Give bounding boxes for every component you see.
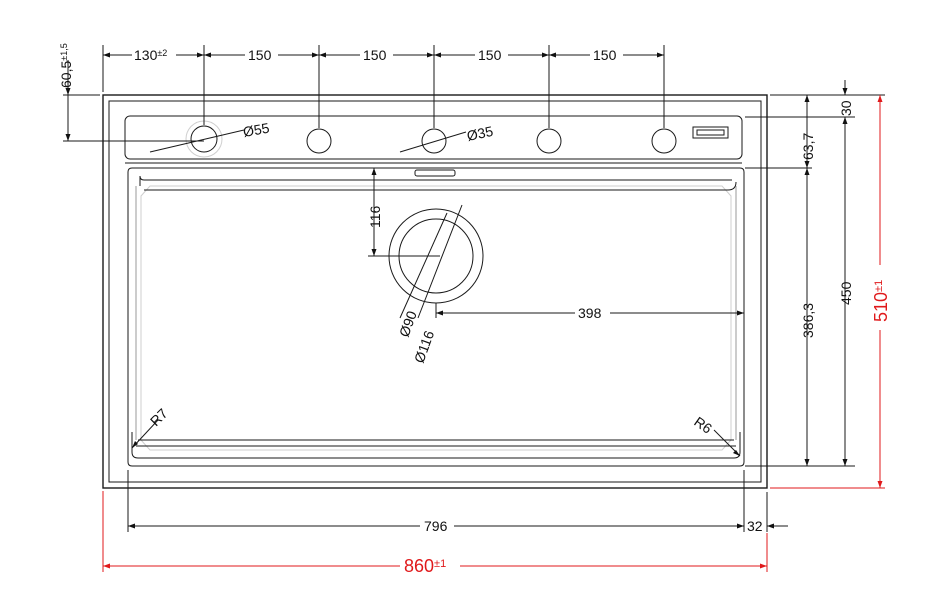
- hole-pitch-2-label: 150: [248, 47, 272, 63]
- drain: [388, 204, 484, 319]
- tap-hole-3: [421, 128, 447, 154]
- sink-outline: [102, 94, 768, 489]
- drain-to-right-wall-label: 398: [578, 305, 602, 321]
- drain-outer-label: Ø116: [411, 328, 437, 365]
- bowl-width-label: 796: [424, 518, 448, 534]
- outer-rim: [102, 94, 768, 489]
- right-rim-label: 32: [747, 518, 763, 534]
- corner-radius-right-label: R6: [691, 413, 715, 436]
- tap-hole-large-label: Ø55: [242, 120, 271, 140]
- tap-hole-2: [306, 128, 332, 154]
- bowl-inner: [140, 185, 732, 451]
- bowl-bottom-ridge: [131, 432, 741, 459]
- bowl-top-ridge: [139, 175, 737, 191]
- tap-hole-4: [536, 128, 562, 154]
- overall-depth-label: 510±1: [871, 280, 891, 322]
- soap-slot-inner: [696, 129, 725, 136]
- overall-width-label: 860±1: [404, 556, 446, 576]
- tap-hole-small-label: Ø35: [465, 123, 494, 144]
- hole-pitch-4-label: 150: [478, 47, 502, 63]
- soap-slot: [692, 126, 729, 139]
- inner-rim: [108, 100, 762, 483]
- tap-holes: [63, 120, 677, 158]
- bowl-depth-label: 386,3: [800, 303, 816, 338]
- top-rim-label: 30: [838, 100, 854, 116]
- hole-pitch-3-label: 150: [363, 47, 387, 63]
- dimension-labels: 130±2 150 150 150 150 60,5±1,5 Ø55 Ø35 1…: [58, 43, 891, 576]
- drain-to-bowl-top-label: 116: [367, 205, 383, 228]
- tap-hole-3-leader: [399, 131, 467, 153]
- drain-inner-label: Ø90: [396, 308, 420, 339]
- overall-dimensions: [102, 95, 885, 572]
- drain-leader-1: [417, 204, 463, 319]
- top-offset-label: 60,5±1,5: [58, 43, 74, 88]
- overflow-slot: [414, 169, 456, 177]
- tap-hole-1: [190, 125, 218, 153]
- deck-depth-label: 63,7: [800, 133, 816, 160]
- corner-radius-left-label: R7: [147, 405, 171, 429]
- inner-depth-label: 450: [838, 281, 854, 305]
- bowl-outer: [127, 167, 745, 467]
- hole-pitch-5-label: 150: [593, 47, 617, 63]
- drain-leader-2: [399, 212, 448, 319]
- tap-hole-5: [651, 128, 677, 154]
- dimension-lines: [63, 45, 885, 532]
- hole-pitch-1-label: 130±2: [134, 47, 167, 63]
